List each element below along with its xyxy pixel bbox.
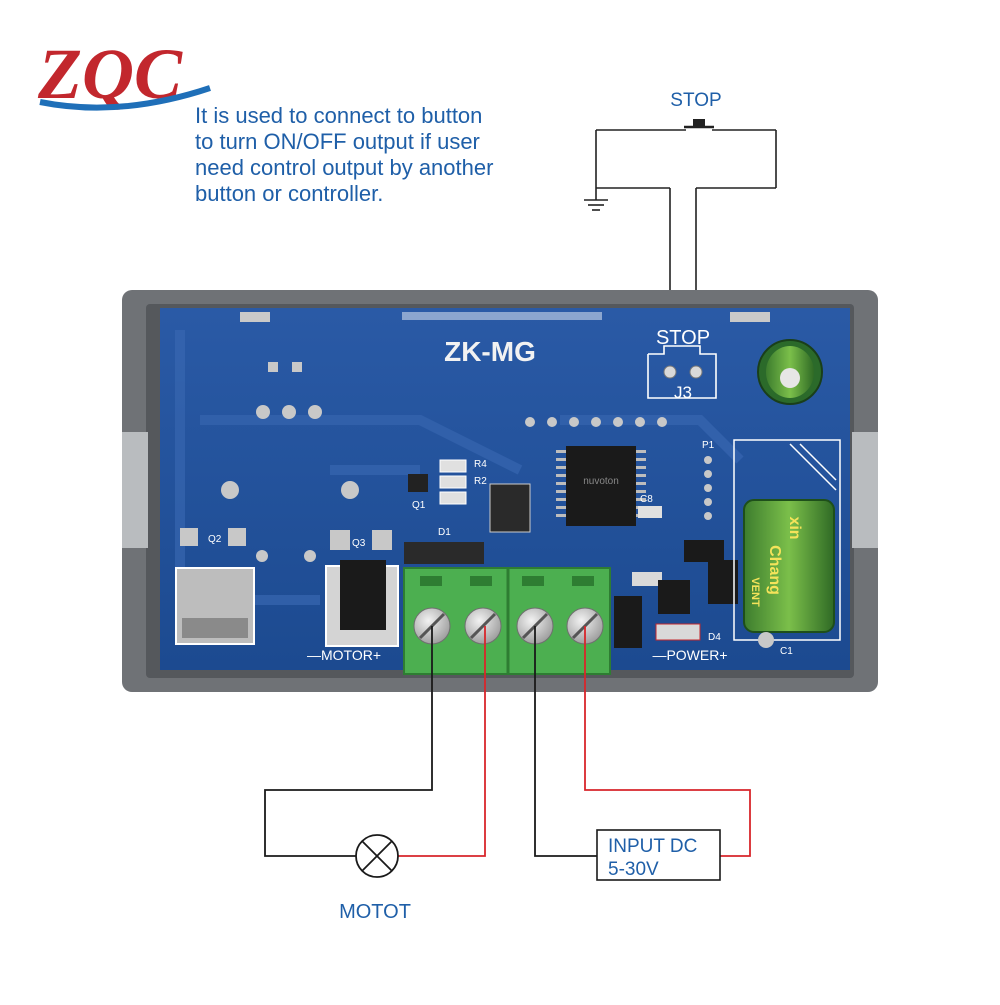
ref-q2: Q2 [208,534,222,545]
lamp-icon [355,834,399,878]
load-label: MOTOT [339,901,411,923]
microcontroller-chip [556,446,646,526]
small-capacitor [757,339,823,405]
note-line: need control output by another [195,155,494,180]
ref-q1: Q1 [412,500,426,511]
input-dc-line2: 5-30V [608,859,659,880]
case-clip-left [122,432,148,548]
ref-d4: D4 [708,632,721,643]
j3-stop-connector [647,345,717,399]
display-connector [402,312,602,320]
electrolytic-capacitor [733,439,841,648]
motor-terminal-label: —MOTOR+ [307,647,381,663]
capacitor-brand-2: Chang [766,545,783,595]
input-wire-negative [534,626,597,857]
input-wire-positive [584,626,751,857]
ref-r4: R4 [474,459,487,470]
power-diode [614,596,642,648]
chip-marking: nuvoton [583,476,619,487]
j3-ref-label: J3 [674,383,692,402]
motor-wire-positive [398,626,486,857]
ref-c8: C8 [640,494,653,505]
note-line: It is used to connect to button [195,103,483,128]
smd-components [404,459,738,648]
stop-usage-note: It is used to connect to button to turn … [195,103,565,207]
j3-stop-label: STOP [656,327,710,349]
logo-swoosh [39,85,211,111]
brand-logo: ZQC [37,34,211,114]
diode-d1 [404,542,484,564]
capacitor-brand: xin [786,516,803,539]
ref-d1: D1 [438,527,451,538]
ref-p1: P1 [702,440,715,451]
mosfet-q3 [325,530,399,647]
motor-wire-negative [264,626,433,857]
stop-switch-label: STOP [670,90,721,111]
ground-icon [584,199,608,211]
capacitor-vent: VENT [749,577,761,607]
note-line: to turn ON/OFF output if user [195,129,480,154]
input-dc-line1: INPUT DC [608,836,697,857]
solder-pins [221,362,712,562]
ref-q3: Q3 [352,538,366,549]
output-wiring [264,626,751,857]
ref-r2: R2 [474,476,487,487]
power-terminal-label: —POWER+ [652,647,727,663]
transistor-q2 [175,528,255,645]
note-line: button or controller. [195,181,384,206]
board-model-label: ZK-MG [444,336,536,367]
input-dc-box [596,829,721,881]
case-clip-right [852,432,878,548]
ref-c1: C1 [780,646,793,657]
push-button-icon [684,119,714,129]
